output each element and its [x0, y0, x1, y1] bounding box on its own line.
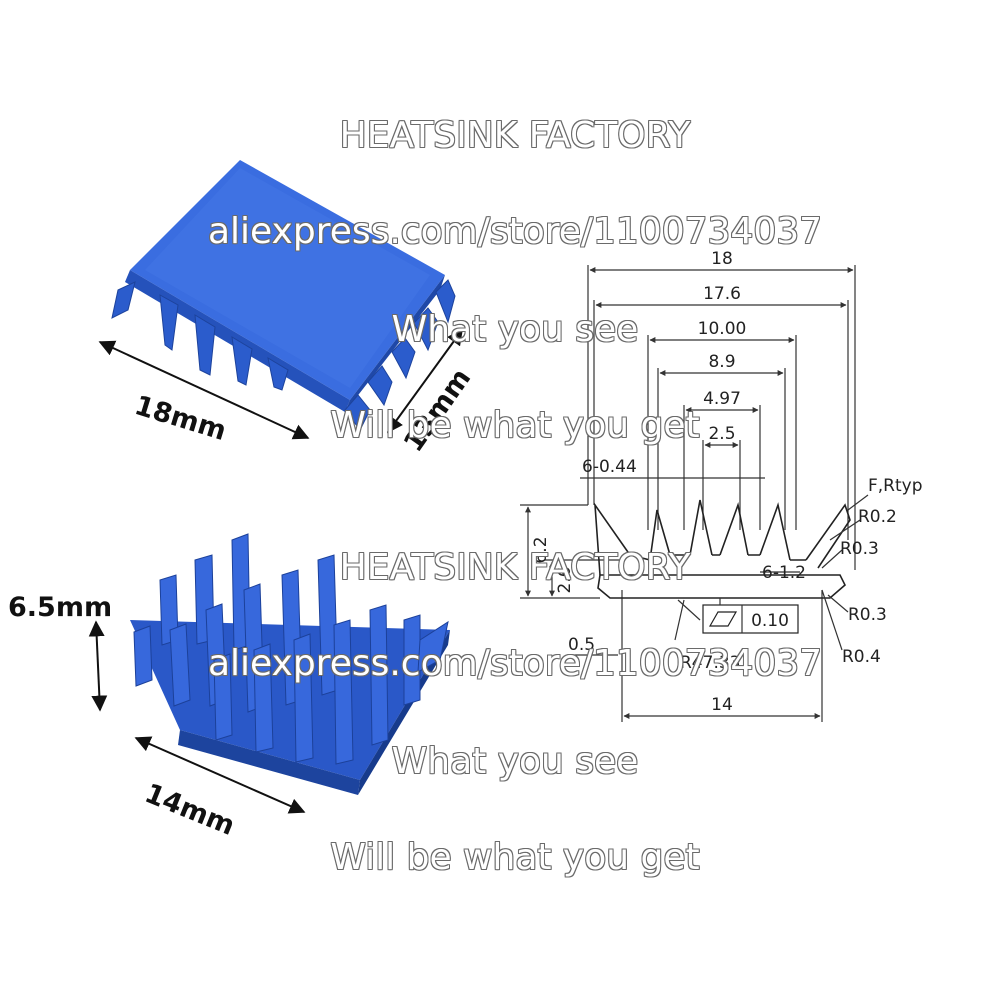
bottom-height-label: 6.5mm: [8, 592, 113, 623]
length-arrow-top: [98, 340, 310, 440]
width-arrow-bottom: [134, 736, 306, 814]
dim-frtyp: F,Rtyp: [868, 476, 923, 496]
technical-drawing: [520, 265, 869, 722]
dim-10: 10.00: [698, 319, 747, 339]
dim-2-6: 2.6: [555, 566, 575, 593]
dim-18: 18: [711, 249, 733, 269]
flatness-value: 0.10: [751, 611, 789, 631]
dim-0-5: 0.5: [568, 635, 595, 655]
width-arrow-top: [387, 328, 463, 434]
dim-r47-33: R47.33: [680, 653, 740, 673]
heatsink-top-view: [111, 160, 456, 431]
dim-r03-bottom: R0.3: [848, 605, 887, 625]
dim-r03-top: R0.3: [840, 539, 879, 559]
height-arrow-bottom: [88, 620, 108, 712]
dim-2-5: 2.5: [708, 424, 735, 444]
dim-6-2: 6.2: [531, 536, 551, 563]
dim-8-9: 8.9: [708, 352, 735, 372]
dim-6-044: 6-0.44: [582, 457, 637, 477]
dim-14: 14: [711, 695, 733, 715]
dim-6-12: 6-1.2: [762, 563, 806, 583]
dim-r02: R0.2: [858, 507, 897, 527]
dim-4-97: 4.97: [703, 389, 741, 409]
dim-17-6: 17.6: [703, 284, 741, 304]
dim-r04: R0.4: [842, 647, 881, 667]
drawing-dimensions: 18 17.6 10.00 8.9 4.97 2.5 6-0.44 F,Rtyp…: [531, 249, 923, 715]
